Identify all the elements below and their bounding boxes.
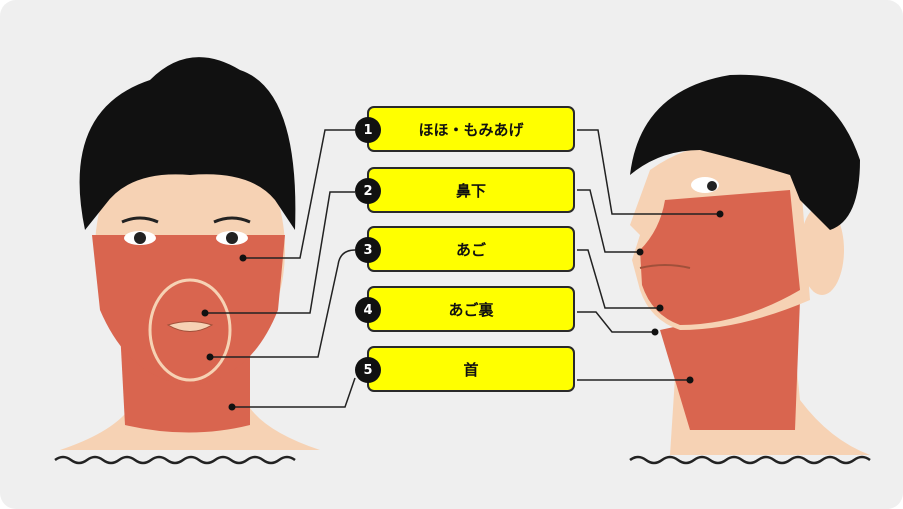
wave-right (629, 455, 871, 465)
label-under-chin: あご裏 (367, 286, 575, 332)
wave-left (54, 455, 296, 465)
profile-neck-area (660, 300, 800, 430)
number-badge-5: 5 (355, 357, 381, 383)
profile-face (630, 74, 870, 455)
number-badge-3: 3 (355, 237, 381, 263)
label-under-nose: 鼻下 (367, 167, 575, 213)
label-neck: 首 (367, 346, 575, 392)
label-text: 鼻下 (455, 181, 486, 200)
front-face (60, 57, 320, 450)
number-badge-2: 2 (355, 178, 381, 204)
label-text: ほほ・もみあげ (418, 120, 524, 139)
front-hair (79, 57, 296, 231)
cheek-area (92, 235, 285, 385)
label-text: あご (455, 240, 486, 259)
profile-hair (630, 74, 860, 230)
leader-lines (205, 129, 720, 408)
number-badge-1: 1 (355, 117, 381, 143)
number-badge-4: 4 (355, 297, 381, 323)
label-text: 首 (463, 360, 479, 379)
leader-dots (201, 210, 724, 411)
profile-cheek-area (640, 190, 800, 325)
label-text: あご裏 (448, 300, 494, 319)
label-chin: あご (367, 226, 575, 272)
label-cheek-sideburns: ほほ・もみあげ (367, 106, 575, 152)
